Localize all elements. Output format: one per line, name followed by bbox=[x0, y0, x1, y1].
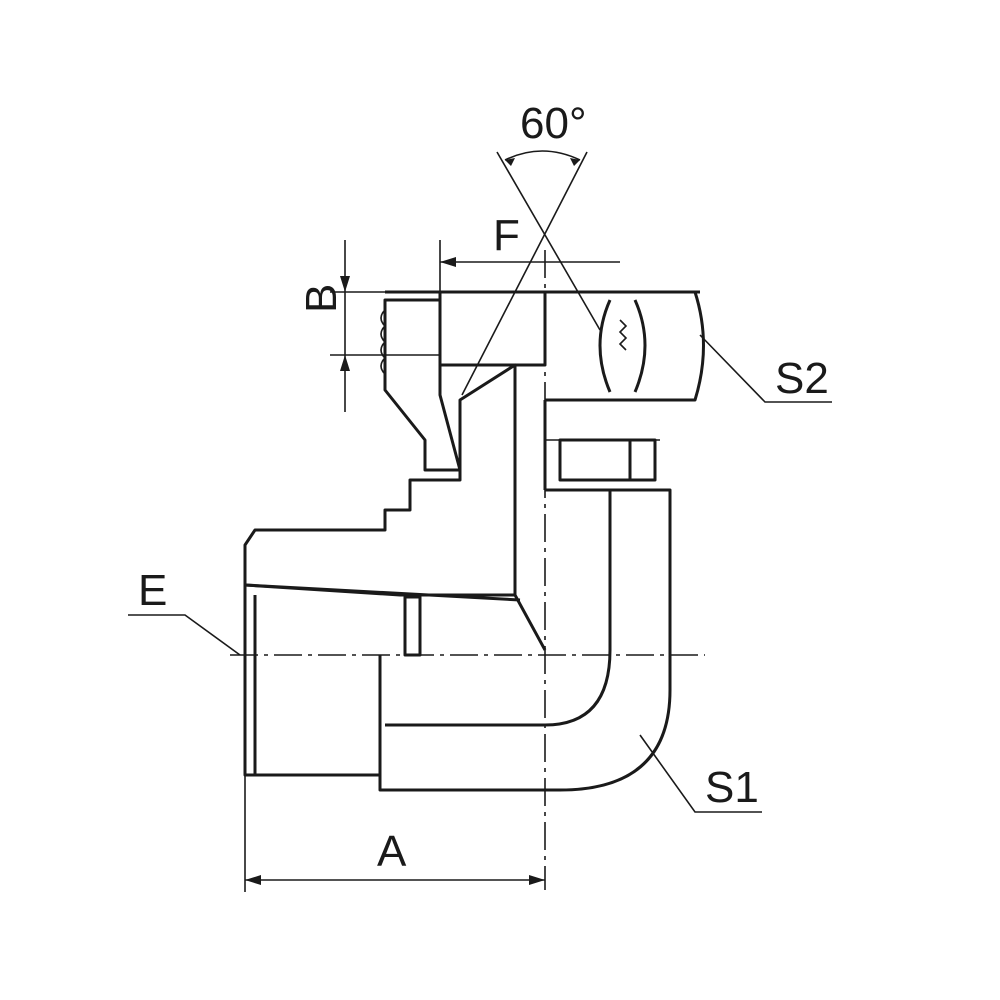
e-leader bbox=[128, 614, 241, 656]
s2-label: S2 bbox=[775, 354, 829, 403]
s1-leader bbox=[639, 734, 762, 813]
f-label: F bbox=[493, 211, 520, 260]
e-label: E bbox=[138, 566, 167, 615]
vertical-bore bbox=[513, 365, 547, 651]
b-label: B bbox=[297, 284, 346, 313]
angle-dimension bbox=[461, 150, 601, 396]
f-dimension bbox=[439, 240, 620, 292]
a-dimension bbox=[244, 775, 545, 892]
s2-leader bbox=[699, 334, 832, 403]
center-lines bbox=[230, 250, 705, 890]
hex-nut bbox=[543, 290, 705, 482]
b-dimension bbox=[330, 240, 440, 412]
s1-label: S1 bbox=[705, 763, 759, 812]
angle-label: 60° bbox=[520, 99, 587, 148]
hatched-section bbox=[243, 298, 517, 597]
elbow-body bbox=[243, 480, 672, 792]
a-label: A bbox=[377, 827, 407, 876]
nut-bore bbox=[385, 290, 700, 367]
